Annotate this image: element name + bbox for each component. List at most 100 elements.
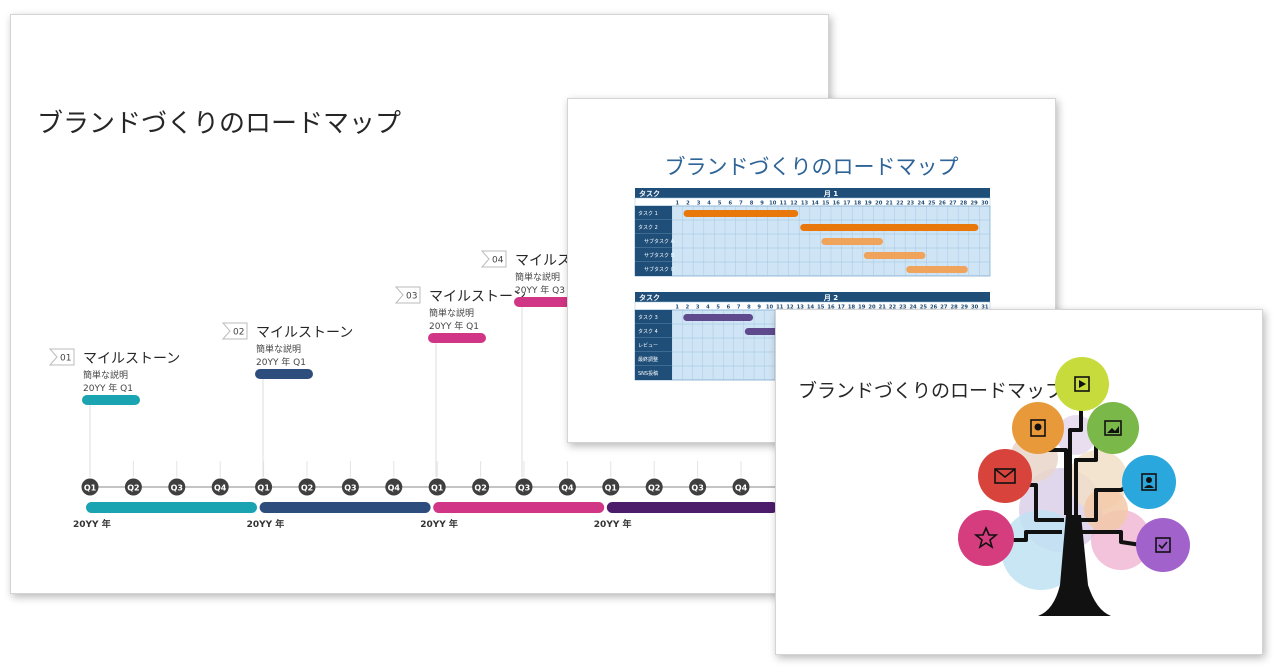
quarter-marker (689, 478, 707, 496)
day-label: 26 (939, 201, 947, 207)
quarter-marker (255, 478, 273, 496)
task-label-cell (635, 338, 672, 352)
quarter-label: Q4 (561, 484, 574, 493)
task-column-header: タスク (639, 189, 660, 198)
day-label: 10 (766, 305, 774, 311)
milestone-date: 20YY 年 Q1 (429, 320, 479, 332)
day-label: 5 (718, 201, 722, 207)
day-label: 17 (843, 201, 851, 207)
day-label: 7 (737, 305, 741, 311)
quarter-marker (558, 478, 576, 496)
day-label: 27 (949, 201, 957, 207)
milestone-description: 簡単な説明 (83, 369, 128, 381)
checkbox-icon (1136, 518, 1190, 572)
milestone-bar (82, 395, 140, 405)
year-label: 20YY 年 (73, 518, 111, 530)
task-label-cell (635, 310, 672, 324)
quarter-label: Q2 (474, 484, 486, 493)
quarter-label: Q4 (735, 484, 748, 493)
day-label: 7 (739, 201, 743, 207)
day-label: 14 (811, 201, 819, 207)
quarter-marker (385, 478, 403, 496)
gantt-header-row (635, 188, 990, 198)
day-label: 5 (716, 305, 720, 311)
contact-icon (1122, 455, 1176, 509)
quarter-marker (645, 478, 663, 496)
task-label-cell (635, 220, 672, 234)
milestone-date: 20YY 年 Q3 (515, 284, 565, 296)
day-label: 3 (697, 201, 701, 207)
day-label: 1 (675, 201, 679, 207)
milestone-label: マイルストーン (83, 351, 180, 367)
day-label: 19 (858, 305, 866, 311)
task-label-cell (635, 234, 672, 248)
day-label: 2 (686, 305, 690, 311)
task-label-cell (635, 248, 672, 262)
gantt-bar (906, 266, 968, 273)
day-label: 30 (971, 305, 979, 311)
day-label: 13 (797, 305, 805, 311)
quarter-label: Q3 (344, 484, 356, 493)
quarter-label: Q2 (127, 484, 139, 493)
gantt-body (634, 205, 991, 277)
task-label: サブタスク B (644, 252, 675, 259)
milestone-label: マイルストーン (256, 325, 353, 341)
day-label: 2 (686, 201, 690, 207)
milestone-date: 20YY 年 Q1 (256, 356, 306, 368)
quarter-marker (124, 478, 142, 496)
milestone-flag (221, 322, 248, 340)
day-label: 30 (981, 201, 989, 207)
day-label: 23 (907, 201, 915, 207)
slide-title: ブランドづくりのロードマップ (37, 109, 402, 139)
task-label: タスク 4 (638, 328, 658, 335)
tree-trunk (1038, 515, 1111, 616)
gantt-bar (821, 238, 883, 245)
portrait-icon (1012, 402, 1064, 454)
day-label: 12 (790, 201, 798, 207)
quarter-marker (602, 478, 620, 496)
star-icon (958, 510, 1014, 566)
milestone-number: 01 (60, 354, 71, 364)
day-label: 24 (909, 305, 917, 311)
gantt-bar (800, 224, 979, 231)
day-label: 20 (868, 305, 876, 311)
milestone-bar (428, 333, 486, 343)
task-column-header: タスク (639, 293, 660, 302)
day-label: 6 (728, 201, 732, 207)
day-label: 15 (822, 201, 830, 207)
quarter-label: Q2 (301, 484, 313, 493)
task-label-cell (635, 206, 672, 220)
day-label: 12 (786, 305, 794, 311)
quarter-label: Q3 (171, 484, 183, 493)
milestone-flag (480, 250, 507, 268)
quarter-marker (472, 478, 490, 496)
task-label: SNS投稿 (638, 370, 658, 377)
quarter-label: Q1 (431, 484, 444, 493)
image-icon (1087, 402, 1139, 454)
milestone-flag (48, 348, 75, 366)
milestone-number: 02 (233, 328, 244, 338)
quarter-marker (341, 478, 359, 496)
task-label-cell (635, 352, 672, 366)
quarter-label: Q3 (518, 484, 530, 493)
day-label: 4 (707, 201, 711, 207)
year-label: 20YY 年 (594, 518, 632, 530)
day-label: 13 (801, 201, 809, 207)
gantt-bar (683, 314, 754, 321)
day-label: 18 (854, 201, 862, 207)
day-label: 28 (960, 201, 968, 207)
day-label: 8 (747, 305, 751, 311)
task-label: タスク 2 (638, 224, 658, 231)
task-label-cell (635, 324, 672, 338)
day-label: 9 (760, 201, 764, 207)
tree-branch (1080, 530, 1142, 547)
tree-infographic-slide[interactable]: ブランドづくりのロードマップ (775, 309, 1263, 655)
play-icon (1055, 357, 1109, 411)
milestone-description: 簡単な説明 (429, 307, 474, 319)
task-label-cell (635, 366, 672, 380)
day-label: 17 (838, 305, 846, 311)
day-label: 4 (706, 305, 710, 311)
tree-graphic (958, 357, 1190, 616)
quarter-marker (298, 478, 316, 496)
